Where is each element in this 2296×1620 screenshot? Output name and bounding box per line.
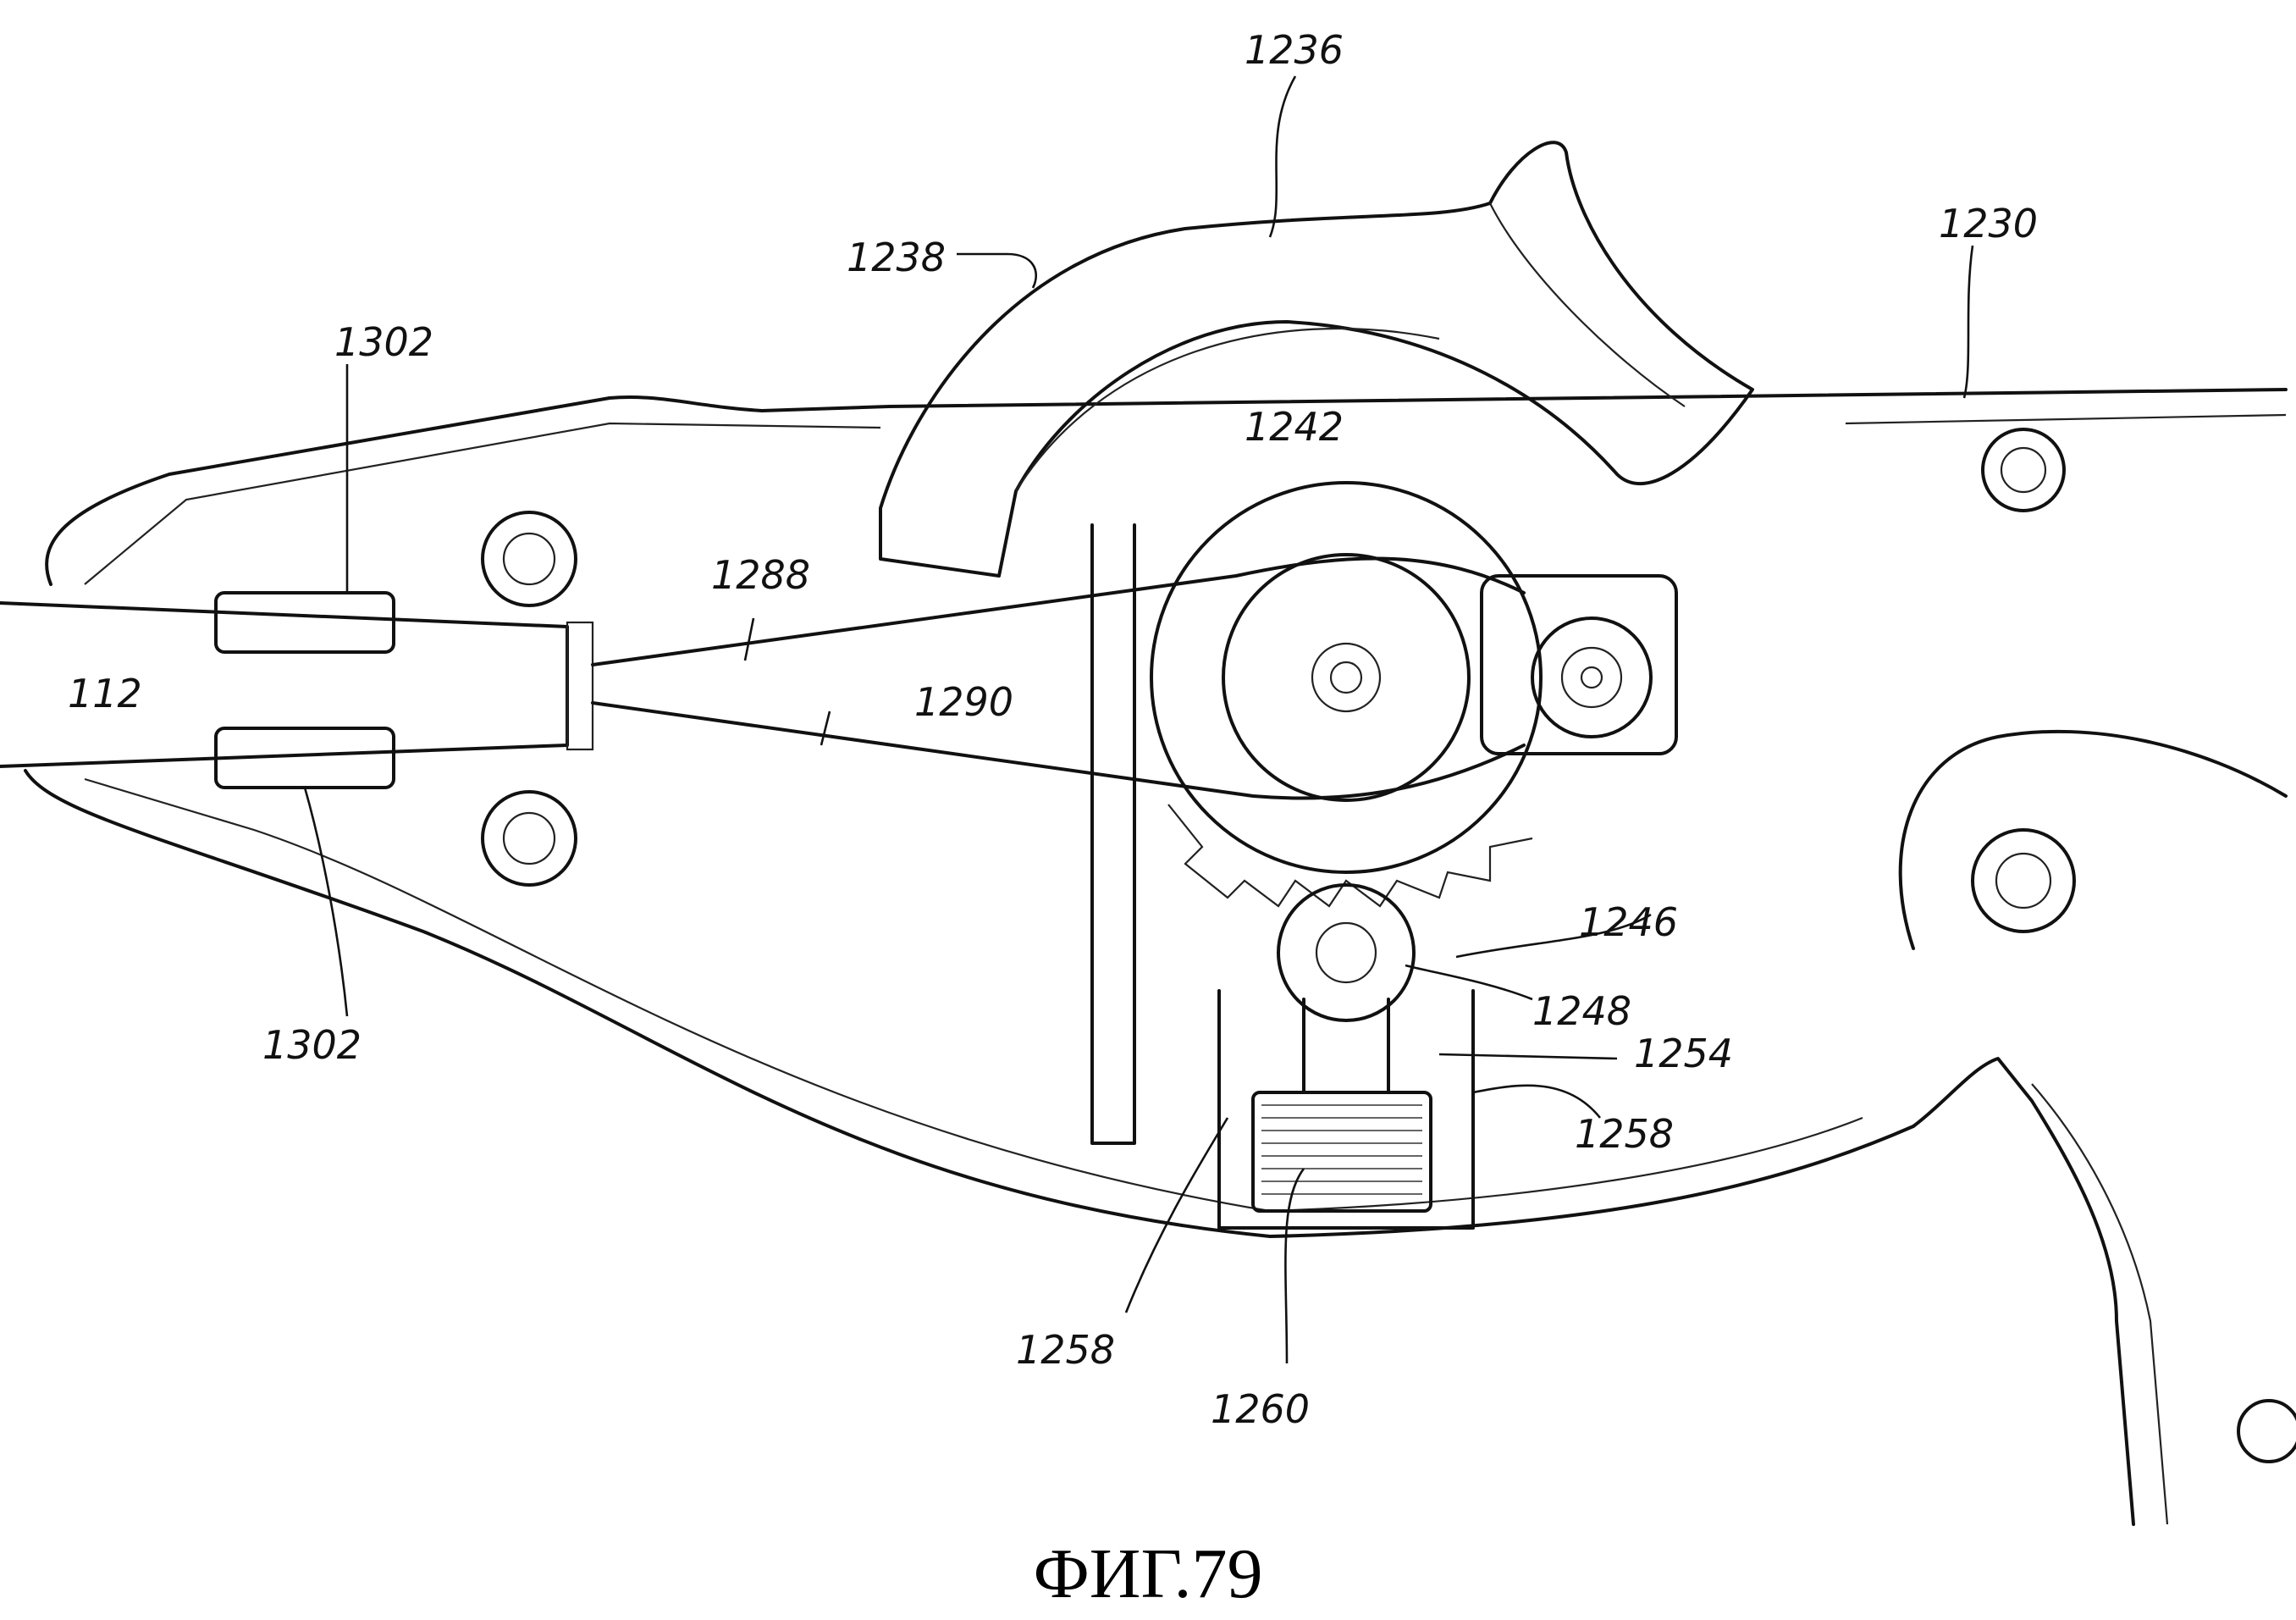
label-1242: 1242: [1245, 404, 1344, 450]
reference-labels: 1236 1238 1230 1242 1302 1302 1288 1290 …: [68, 27, 2038, 1432]
label-112: 112: [68, 671, 142, 716]
shaft-112: [0, 591, 594, 789]
label-1258-right: 1258: [1575, 1111, 1674, 1157]
pulley-gear: [1150, 481, 1678, 1022]
label-1246: 1246: [1579, 899, 1678, 945]
label-1302-top: 1302: [334, 319, 433, 365]
label-1248: 1248: [1532, 988, 1631, 1034]
label-1290: 1290: [914, 679, 1013, 725]
cables: [591, 556, 1526, 800]
label-1258-bottom: 1258: [1016, 1327, 1115, 1373]
leader-lines: [303, 75, 1974, 1364]
housing: [24, 388, 2296, 1526]
label-1230: 1230: [1939, 201, 2038, 246]
lever-1236: [879, 141, 1754, 578]
label-1236: 1236: [1245, 27, 1344, 73]
label-1288: 1288: [711, 552, 810, 598]
spring-housing: [1090, 523, 1475, 1230]
screw-bosses: [481, 428, 2076, 933]
figure-caption: ФИГ.79: [1033, 1534, 1263, 1613]
label-1302-bottom: 1302: [262, 1022, 362, 1068]
label-1238: 1238: [847, 235, 946, 280]
label-1254: 1254: [1634, 1031, 1733, 1076]
label-1260: 1260: [1211, 1386, 1310, 1432]
